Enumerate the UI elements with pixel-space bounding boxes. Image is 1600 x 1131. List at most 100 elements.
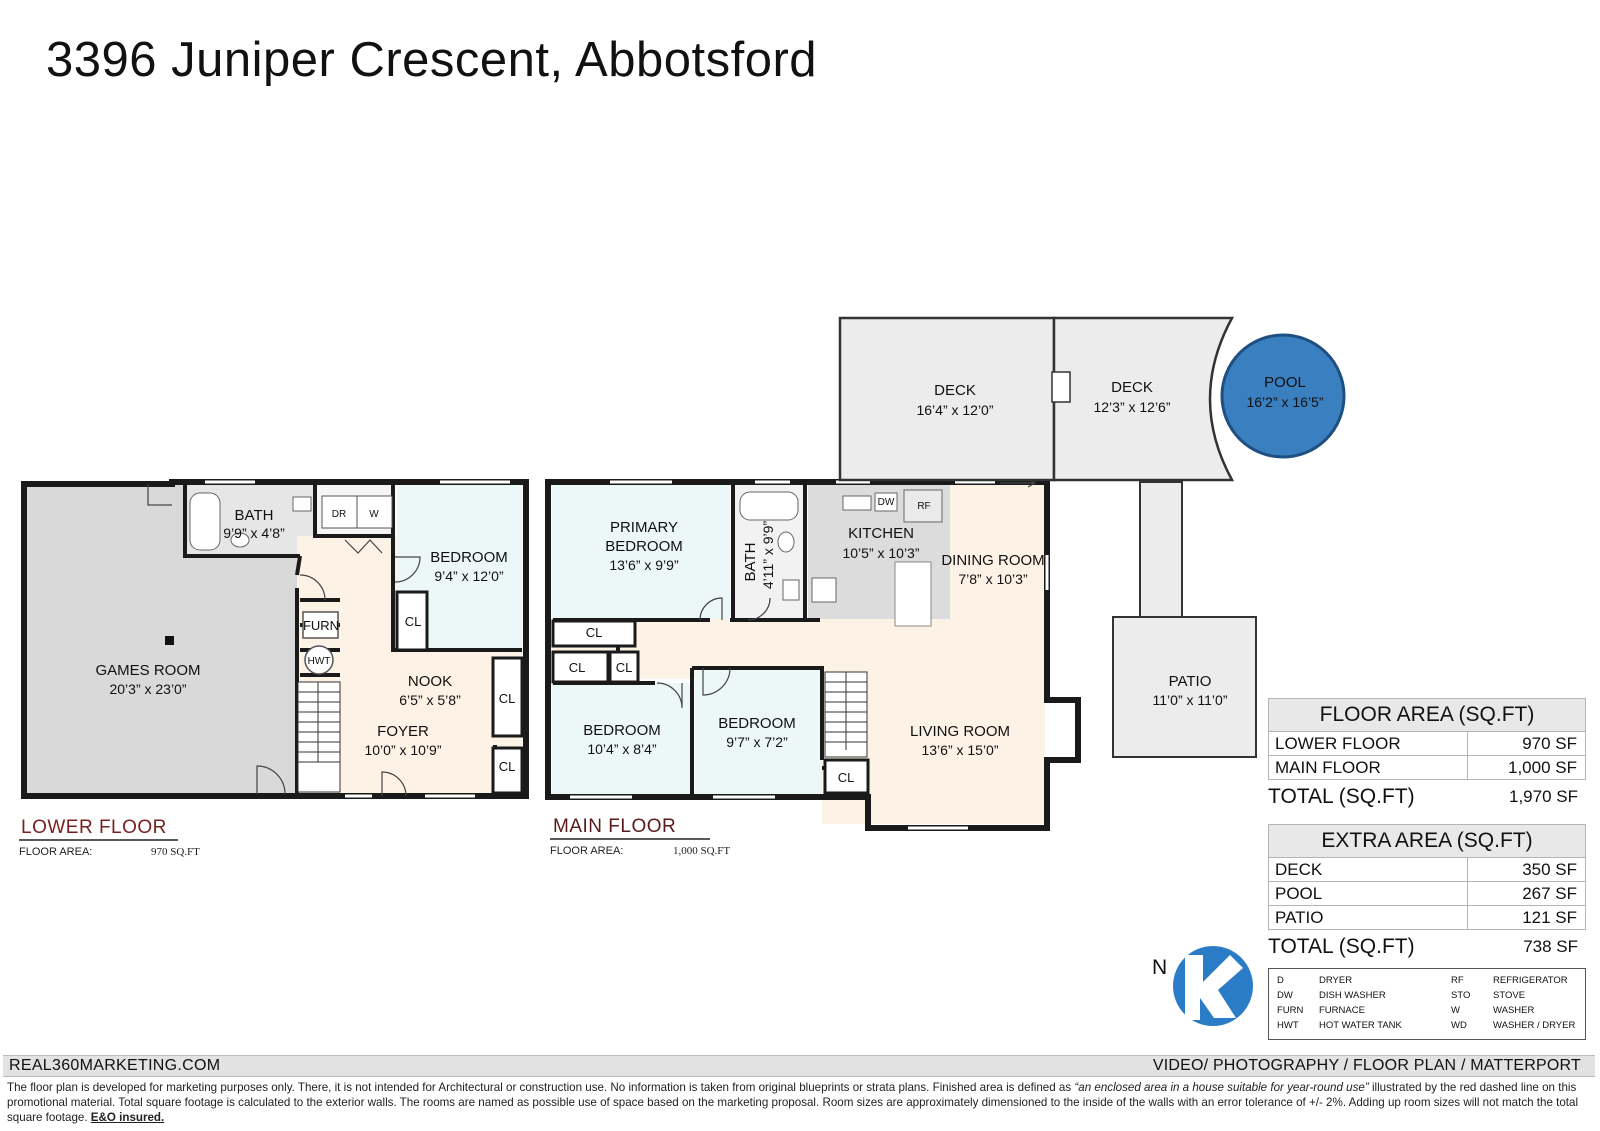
lower-floor-area-label: FLOOR AREA: (19, 846, 92, 858)
website-link[interactable]: REAL360MARKETING.COM (9, 1057, 221, 1074)
legend-code: FURN (1277, 1005, 1304, 1016)
floor-area-row-label: MAIN FLOOR (1269, 756, 1468, 779)
bedroom1-door (656, 682, 683, 709)
disclaimer-quote: “an enclosed area in a house suitable fo… (1074, 1081, 1369, 1094)
main-bath-door (747, 597, 771, 621)
main-bath-name: BATH (742, 543, 759, 582)
extra-area-total-value: 738 SF (1523, 937, 1578, 956)
washer-fixture (356, 495, 393, 529)
bedroom1-closet-a (551, 650, 610, 684)
deck-gate (1051, 371, 1071, 403)
legend-meaning: WASHER / DRYER (1493, 1020, 1576, 1031)
floor-area-total-value: 1,970 SF (1509, 787, 1578, 806)
games-room-dim: 20’3” x 23’0” (109, 681, 186, 697)
legend-meaning: DRYER (1319, 975, 1353, 986)
pool-name: POOL (1264, 374, 1306, 391)
nook-dim: 6’5” x 5’8” (399, 692, 461, 708)
games-room-door (256, 765, 286, 795)
lower-bedroom-name: BEDROOM (430, 549, 508, 566)
nook-closet-2 (491, 746, 524, 795)
patio-area (1112, 616, 1257, 758)
abbreviation-legend: D DRYER DW DISH WASHER FURN FURNACE HWT … (1268, 968, 1586, 1040)
hwt-label: HWT (308, 656, 331, 667)
legend-code: WD (1451, 1020, 1467, 1031)
extra-area-total-label: TOTAL (SQ.FT) (1268, 935, 1415, 958)
stove-fixture (811, 577, 837, 603)
pool-dim: 16’2” x 16’5” (1246, 394, 1323, 410)
nook-name: NOOK (408, 673, 452, 690)
extra-area-row-value: 350 SF (1522, 860, 1577, 879)
bedroom2-closet (823, 758, 870, 795)
outdoor-plan (838, 316, 1346, 758)
extra-area-row-label: DECK (1269, 858, 1468, 881)
extra-area-header: EXTRA AREA (SQ.FT) (1268, 824, 1586, 858)
kitchen-sink (842, 495, 872, 511)
laundry-bifold-door (344, 539, 383, 554)
nook-closet-1 (491, 656, 524, 738)
dishwasher-fixture (874, 492, 898, 512)
deck2-dim: 12’3” x 12’6” (1093, 399, 1170, 415)
primary-closet (551, 619, 637, 648)
floor-area-table: FLOOR AREA (SQ.FT) LOWER FLOOR 970 SF MA… (1268, 698, 1586, 814)
floor-area-total-label: TOTAL (SQ.FT) (1268, 785, 1415, 808)
page-title: 3396 Juniper Crescent, Abbotsford (46, 33, 818, 87)
floor-area-row-value: 970 SF (1522, 734, 1577, 753)
lower-stairs (297, 681, 341, 793)
dining-area (950, 484, 1045, 619)
primary-bedroom-area (552, 484, 730, 619)
deck-left-area (838, 316, 1056, 482)
living-room-dim: 13’6” x 15’0” (921, 742, 998, 758)
patio-name: PATIO (1169, 673, 1212, 690)
dishwasher-label: DW (878, 497, 895, 508)
dining-room-dim: 7’8” x 10’3” (958, 571, 1028, 587)
extra-area-row-value: 267 SF (1522, 884, 1577, 903)
lower-bedroom-dim: 9’4” x 12’0” (434, 568, 504, 584)
lower-bedroom-closet (395, 590, 429, 652)
main-closet-label-2: CL (569, 660, 586, 675)
main-bedroom1-area (552, 683, 692, 795)
legend-code: DW (1277, 990, 1293, 1001)
kitchen-name: KITCHEN (848, 525, 914, 542)
main-bedroom2-name: BEDROOM (718, 715, 796, 732)
deck1-name: DECK (934, 382, 976, 399)
bedroom2-door (702, 667, 731, 696)
primary-bedroom-name-1: PRIMARY (610, 519, 678, 536)
floor-area-total-row: TOTAL (SQ.FT) 1,970 SF (1268, 780, 1586, 814)
lower-windows (205, 480, 510, 798)
table-row: POOL 267 SF (1268, 882, 1586, 906)
primary-bedroom-door (699, 597, 723, 621)
foyer-name: FOYER (377, 723, 429, 740)
main-floor-area-value: 1,000 SQ.FT (673, 845, 730, 857)
main-closet-label-4: CL (838, 770, 855, 785)
eo-insured-text: E&O insured. (90, 1111, 165, 1124)
legend-code: D (1277, 975, 1284, 986)
table-row: LOWER FLOOR 970 SF (1268, 732, 1586, 756)
main-windows (570, 480, 1049, 830)
extra-area-row-label: PATIO (1269, 906, 1468, 929)
lower-bath-door (299, 574, 326, 601)
bedroom1-closet-b (608, 650, 640, 684)
patio-dim: 11’0” x 11’0” (1153, 692, 1228, 708)
deck-right-area (1052, 316, 1235, 482)
main-closet-label-1: CL (586, 625, 603, 640)
main-toilet (777, 531, 795, 553)
main-bath-sink (782, 579, 800, 601)
room-labels: GAMES ROOM 20’3” x 23’0” BATH 9’9” x 4’8… (95, 374, 1323, 785)
floor-area-header: FLOOR AREA (SQ.FT) (1268, 698, 1586, 732)
extra-area-table: EXTRA AREA (SQ.FT) DECK 350 SF POOL 267 … (1268, 824, 1586, 964)
legend-meaning: FURNACE (1319, 1005, 1365, 1016)
main-floor-plan (545, 478, 1081, 831)
main-bedroom1-dim: 10’4” x 8’4” (587, 741, 657, 757)
table-row: MAIN FLOOR 1,000 SF (1268, 756, 1586, 780)
lower-sink (292, 496, 312, 512)
furnace-fixture (302, 611, 339, 639)
lower-closet-label-2: CL (499, 691, 516, 706)
floor-plan-diagram: GAMES ROOM 20’3” x 23’0” BATH 9’9” x 4’8… (19, 316, 1346, 1026)
legend-code: RF (1451, 975, 1464, 986)
lower-closet-label-3: CL (499, 759, 516, 774)
main-closet-label-3: CL (616, 660, 633, 675)
disclaimer-part-1: The floor plan is developed for marketin… (7, 1081, 1075, 1094)
lower-outer-wall (21, 479, 529, 799)
furnace-label: FURN (303, 618, 339, 633)
foyer-entry-door (381, 771, 407, 797)
